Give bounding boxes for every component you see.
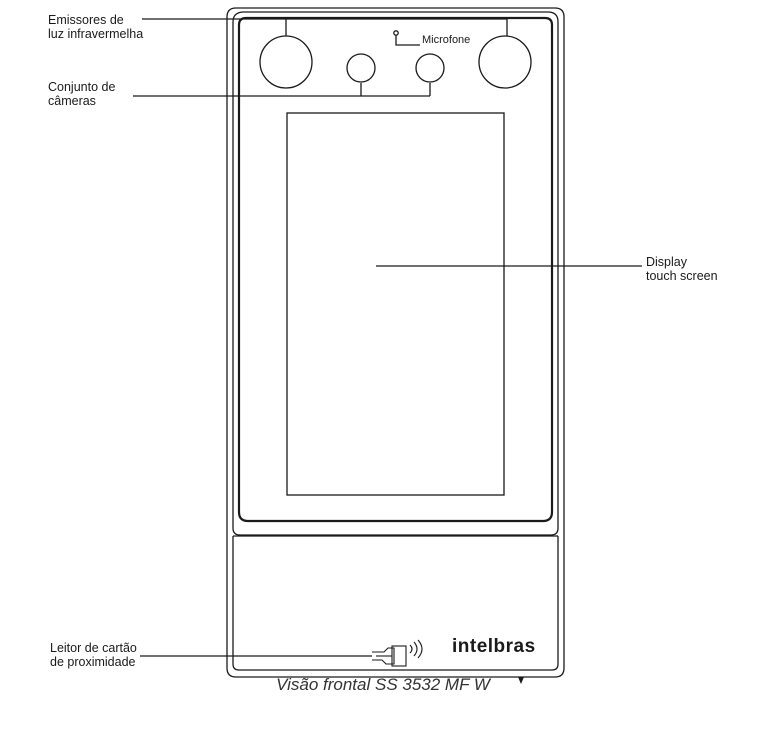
display-label: Display touch screen [646,255,718,283]
cameras-label: Conjunto de câmeras [48,80,116,108]
ir-emitters-label: Emissores de luz infravermelha [48,13,144,41]
figure-caption: Visão frontal SS 3532 MF W [276,675,490,694]
camera-right [415,53,445,83]
callout-cameras [133,83,431,97]
device-body-outline [226,7,565,678]
camera-left [346,53,376,83]
bottom-foot-mark [518,677,524,684]
callout-ir-emitters [142,18,508,36]
display-touch-screen [286,112,505,496]
lower-housing-bottom [232,663,559,671]
front-panel-inner [237,16,554,523]
contactless-card-icon [372,639,423,667]
card-reader-label: Leitor de cartão de proximidade [50,641,137,669]
front-panel-outer [232,11,559,536]
microphone-hole [393,30,399,36]
ir-emitter-right [478,35,532,89]
brand-logo: intelbras [452,636,536,657]
callout-microphone [395,35,420,46]
ir-emitter-left [259,35,313,89]
microphone-label: Microfone [422,34,471,46]
